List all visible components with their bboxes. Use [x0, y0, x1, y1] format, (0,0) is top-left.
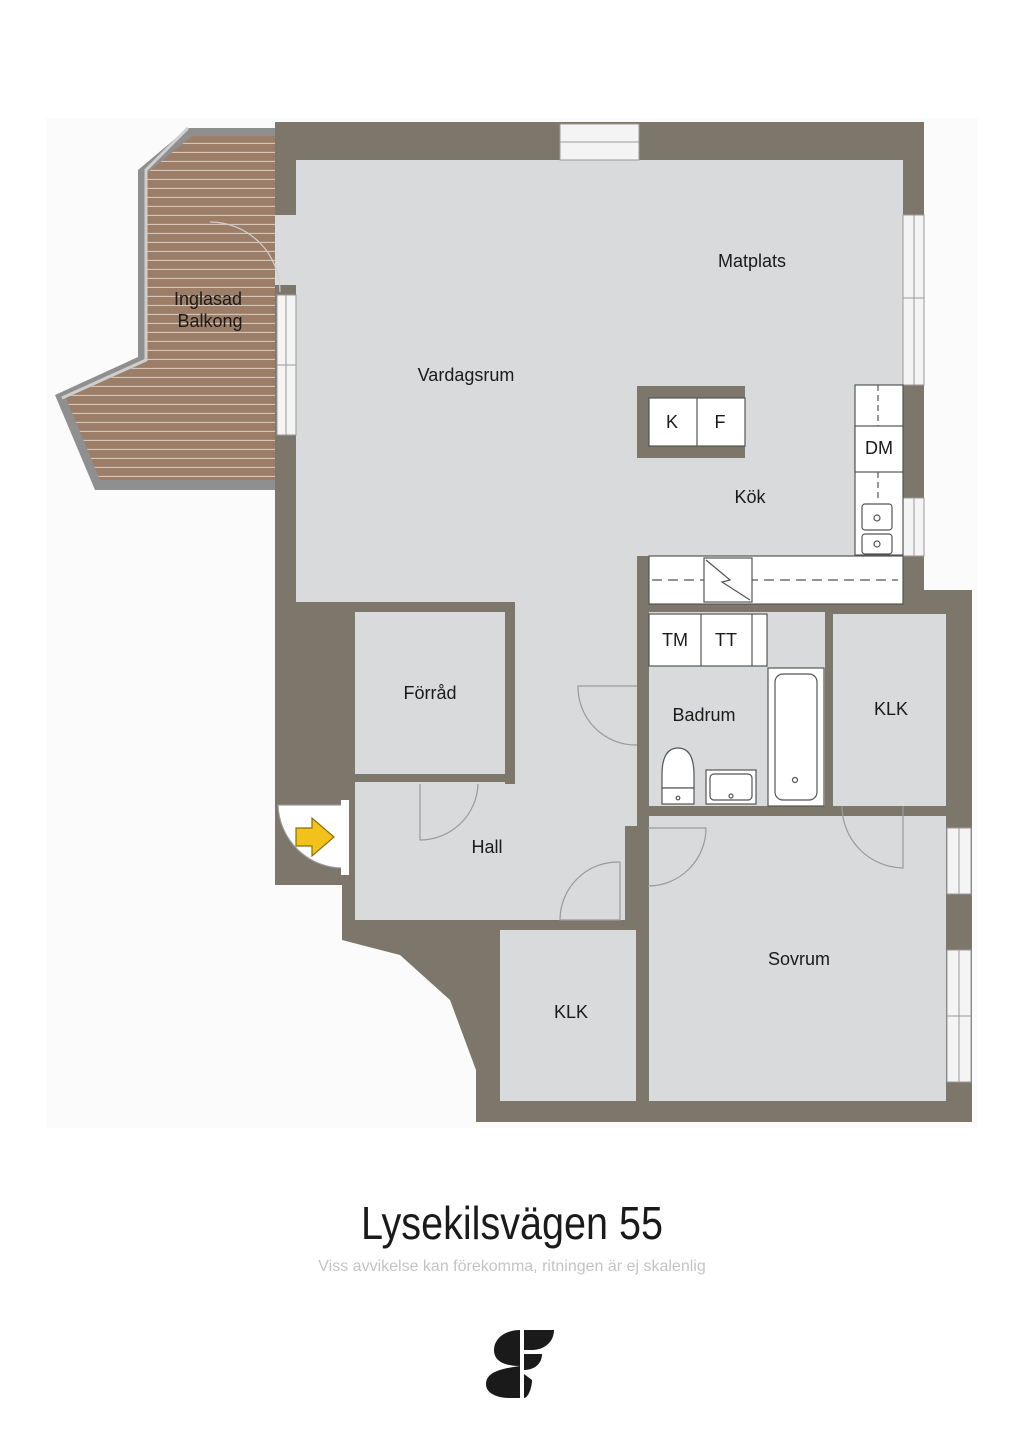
fixture-label-fridge: K — [666, 412, 678, 432]
plan-title: Lysekilsvägen 55 — [360, 1197, 664, 1249]
room-label-bedroom: Sovrum — [768, 949, 830, 969]
fixture-label-dryer: TT — [715, 630, 737, 650]
room-label-hall: Hall — [471, 837, 502, 857]
glazed-balcony — [55, 126, 296, 490]
fixture-label-freezer: F — [715, 412, 726, 432]
plan-disclaimer: Viss avvikelse kan förekomma, ritningen … — [318, 1258, 706, 1275]
room-label-storage: Förråd — [403, 683, 456, 703]
room-label-living-room: Vardagsrum — [418, 365, 515, 385]
room-label-dining: Matplats — [718, 251, 786, 271]
room-label-closet-bottom: KLK — [554, 1002, 588, 1022]
windows — [276, 123, 972, 1083]
room-label-balcony-line1: Inglasad — [174, 289, 242, 309]
entrance-arrow-icon — [295, 816, 335, 858]
room-label-closet-right: KLK — [874, 699, 908, 719]
floor-plan: Inglasad Balkong Matplats Vardagsrum Kök… — [55, 122, 972, 1122]
brand-logo-icon — [486, 1330, 554, 1398]
fixture-label-dishwasher: DM — [865, 438, 893, 458]
bathroom-fixtures — [661, 667, 825, 807]
room-label-kitchen: Kök — [734, 487, 766, 507]
room-label-balcony-line2: Balkong — [177, 311, 242, 331]
fixture-label-washing-machine: TM — [662, 630, 688, 650]
room-label-bathroom: Badrum — [672, 705, 735, 725]
kitchen-fixtures — [637, 384, 904, 667]
